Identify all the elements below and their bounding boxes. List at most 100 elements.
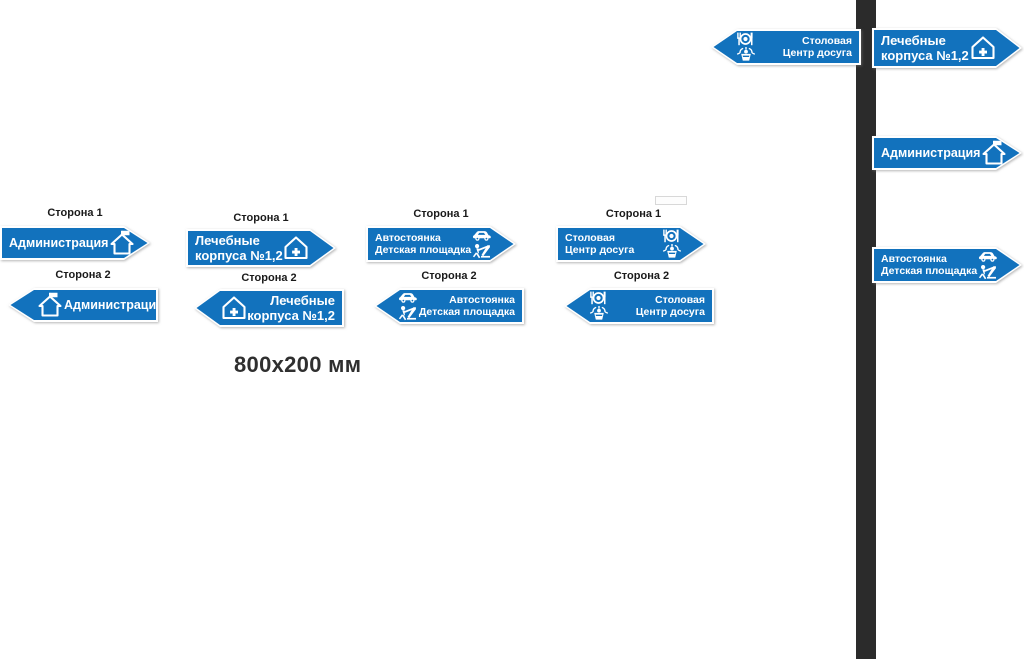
sign-administraciya-side2[interactable]: Администрация <box>8 288 158 322</box>
fountain-icon <box>662 244 682 259</box>
sign-line-1: Администрация <box>881 145 981 160</box>
sign-text-block: Лечебные корпуса №1,2 <box>247 293 335 323</box>
sign-face: Администрация <box>8 288 158 322</box>
sign-plate: Администрация <box>8 288 158 322</box>
sign-icon-group <box>221 295 247 321</box>
sign-text-block: Столовая Центр досуга <box>636 294 705 318</box>
sign-text-block: Администрация <box>64 298 163 313</box>
house-flag-icon <box>980 140 1008 166</box>
dimension-label: 800x200 мм <box>234 352 362 377</box>
sign-administraciya-side1[interactable]: Администрация <box>0 226 150 260</box>
sign-plate: Столовая Центр досуга <box>556 226 706 262</box>
sign-line-2: Детская площадка <box>375 244 472 256</box>
sign-face: Автостоянка Детская площадка <box>374 288 524 324</box>
sign-face: Столовая Центр досуга <box>711 29 861 65</box>
sign-lechebnye-side1[interactable]: Лечебные корпуса №1,2 <box>186 229 336 267</box>
house-flag-icon <box>108 230 136 256</box>
sign-text-block: Столовая Центр досуга <box>783 35 852 59</box>
plate-fork-knife-icon <box>661 229 682 243</box>
house-cross-icon <box>970 35 996 61</box>
fountain-icon <box>589 306 609 321</box>
plate-fork-knife-icon <box>588 291 609 305</box>
sign-icon-group <box>36 292 64 318</box>
sign-line-1: Столовая <box>655 293 705 306</box>
sign-line-1: Лечебные <box>270 292 335 308</box>
sign-icon-group <box>472 229 492 259</box>
side-label-2-group-4: Сторона 2 <box>613 270 670 282</box>
sign-icon-group <box>970 35 996 61</box>
sign-line-1: Автостоянка <box>881 252 947 265</box>
plate-fork-knife-icon <box>735 32 756 46</box>
sign-icon-group <box>398 291 418 321</box>
sign-plate: Автостоянка Детская площадка <box>374 288 524 324</box>
sign-icon-group <box>661 229 682 259</box>
sign-icon-group <box>588 291 609 321</box>
side-label-1-group-3: Сторона 1 <box>413 208 469 220</box>
side-label-2-group-3: Сторона 2 <box>421 270 477 282</box>
sign-line-2: Центр досуга <box>782 47 852 59</box>
sign-text-block: Автостоянка Детская площадка <box>419 294 515 318</box>
sign-line-2: корпуса №1,2 <box>195 248 283 263</box>
stray-rectangle-artifact <box>655 196 687 205</box>
sign-plate: Автостоянка Детская площадка <box>366 226 516 262</box>
sign-plate: Лечебные корпуса №1,2 <box>186 229 336 267</box>
playground-slide-icon <box>978 264 998 280</box>
sign-plate: Администрация <box>0 226 150 260</box>
sign-icon-group <box>735 32 756 62</box>
sign-line-1: Администрация <box>9 235 109 250</box>
sign-line-1: Лечебные <box>195 232 260 248</box>
signpost-pole <box>856 0 876 659</box>
sign-line-2: Центр досуга <box>635 306 705 318</box>
sign-plate: Автостоянка Детская площадка <box>872 247 1022 283</box>
sign-face: Столовая Центр досуга <box>564 288 714 324</box>
sign-plate: Лечебные корпуса №1,2 <box>194 289 344 327</box>
sign-face: Администрация <box>872 136 1022 170</box>
sign-plate: Лечебные корпуса №1,2 <box>872 28 1022 68</box>
sign-lechebnye-side2[interactable]: Лечебные корпуса №1,2 <box>194 289 344 327</box>
sign-face: Лечебные корпуса №1,2 <box>872 28 1022 68</box>
side-label-1-group-4: Сторона 1 <box>605 208 662 220</box>
sign-stolovaya-side2[interactable]: Столовая Центр досуга <box>564 288 714 324</box>
sign-text-block: Лечебные корпуса №1,2 <box>195 233 283 263</box>
pole-sign-lechebnye[interactable]: Лечебные корпуса №1,2 <box>872 28 1022 68</box>
pole-sign-avtostoyanka[interactable]: Автостоянка Детская площадка <box>872 247 1022 283</box>
sign-line-1: Столовая <box>565 231 615 244</box>
car-icon <box>398 291 418 304</box>
sign-avtostoyanka-side2[interactable]: Автостоянка Детская площадка <box>374 288 524 324</box>
side-label-2-group-1: Сторона 2 <box>55 269 111 281</box>
sign-line-1: Автостоянка <box>375 231 441 244</box>
sign-text-block: Администрация <box>881 146 980 161</box>
sign-line-2: корпуса №1,2 <box>881 48 969 63</box>
sign-line-2: Детская площадка <box>881 265 978 277</box>
sign-plate: Столовая Центр досуга <box>564 288 714 324</box>
sign-face: Автостоянка Детская площадка <box>872 247 1022 283</box>
sign-face: Лечебные корпуса №1,2 <box>194 289 344 327</box>
house-flag-icon <box>36 292 64 318</box>
sign-plate: Администрация <box>872 136 1022 170</box>
sign-line-2: Детская площадка <box>418 306 515 318</box>
sign-icon-group <box>980 140 1008 166</box>
sign-line-1: Столовая <box>802 34 852 47</box>
sign-face: Администрация <box>0 226 150 260</box>
sign-face: Лечебные корпуса №1,2 <box>186 229 336 267</box>
sign-text-block: Лечебные корпуса №1,2 <box>881 33 969 63</box>
sign-icon-group <box>978 250 998 280</box>
sign-line-2: корпуса №1,2 <box>247 308 335 323</box>
sign-text-block: Автостоянка Детская площадка <box>375 232 471 256</box>
side-label-2-group-2: Сторона 2 <box>241 272 297 284</box>
sign-text-block: Столовая Центр досуга <box>565 232 634 256</box>
sign-icon-group <box>108 230 136 256</box>
sign-plate: Столовая Центр досуга <box>711 29 861 65</box>
sign-text-block: Администрация <box>9 236 108 251</box>
car-icon <box>978 250 998 263</box>
fountain-icon <box>736 47 756 62</box>
playground-slide-icon <box>472 243 492 259</box>
sign-line-1: Лечебные <box>881 32 946 48</box>
sign-stolovaya-side1[interactable]: Столовая Центр досуга <box>556 226 706 262</box>
sign-avtostoyanka-side1[interactable]: Автостоянка Детская площадка <box>366 226 516 262</box>
sign-text-block: Автостоянка Детская площадка <box>881 253 977 277</box>
sign-line-1: Автостоянка <box>449 293 515 306</box>
pole-sign-administraciya[interactable]: Администрация <box>872 136 1022 170</box>
sign-face: Столовая Центр досуга <box>556 226 706 262</box>
pole-sign-stolovaya[interactable]: Столовая Центр досуга <box>711 29 861 65</box>
